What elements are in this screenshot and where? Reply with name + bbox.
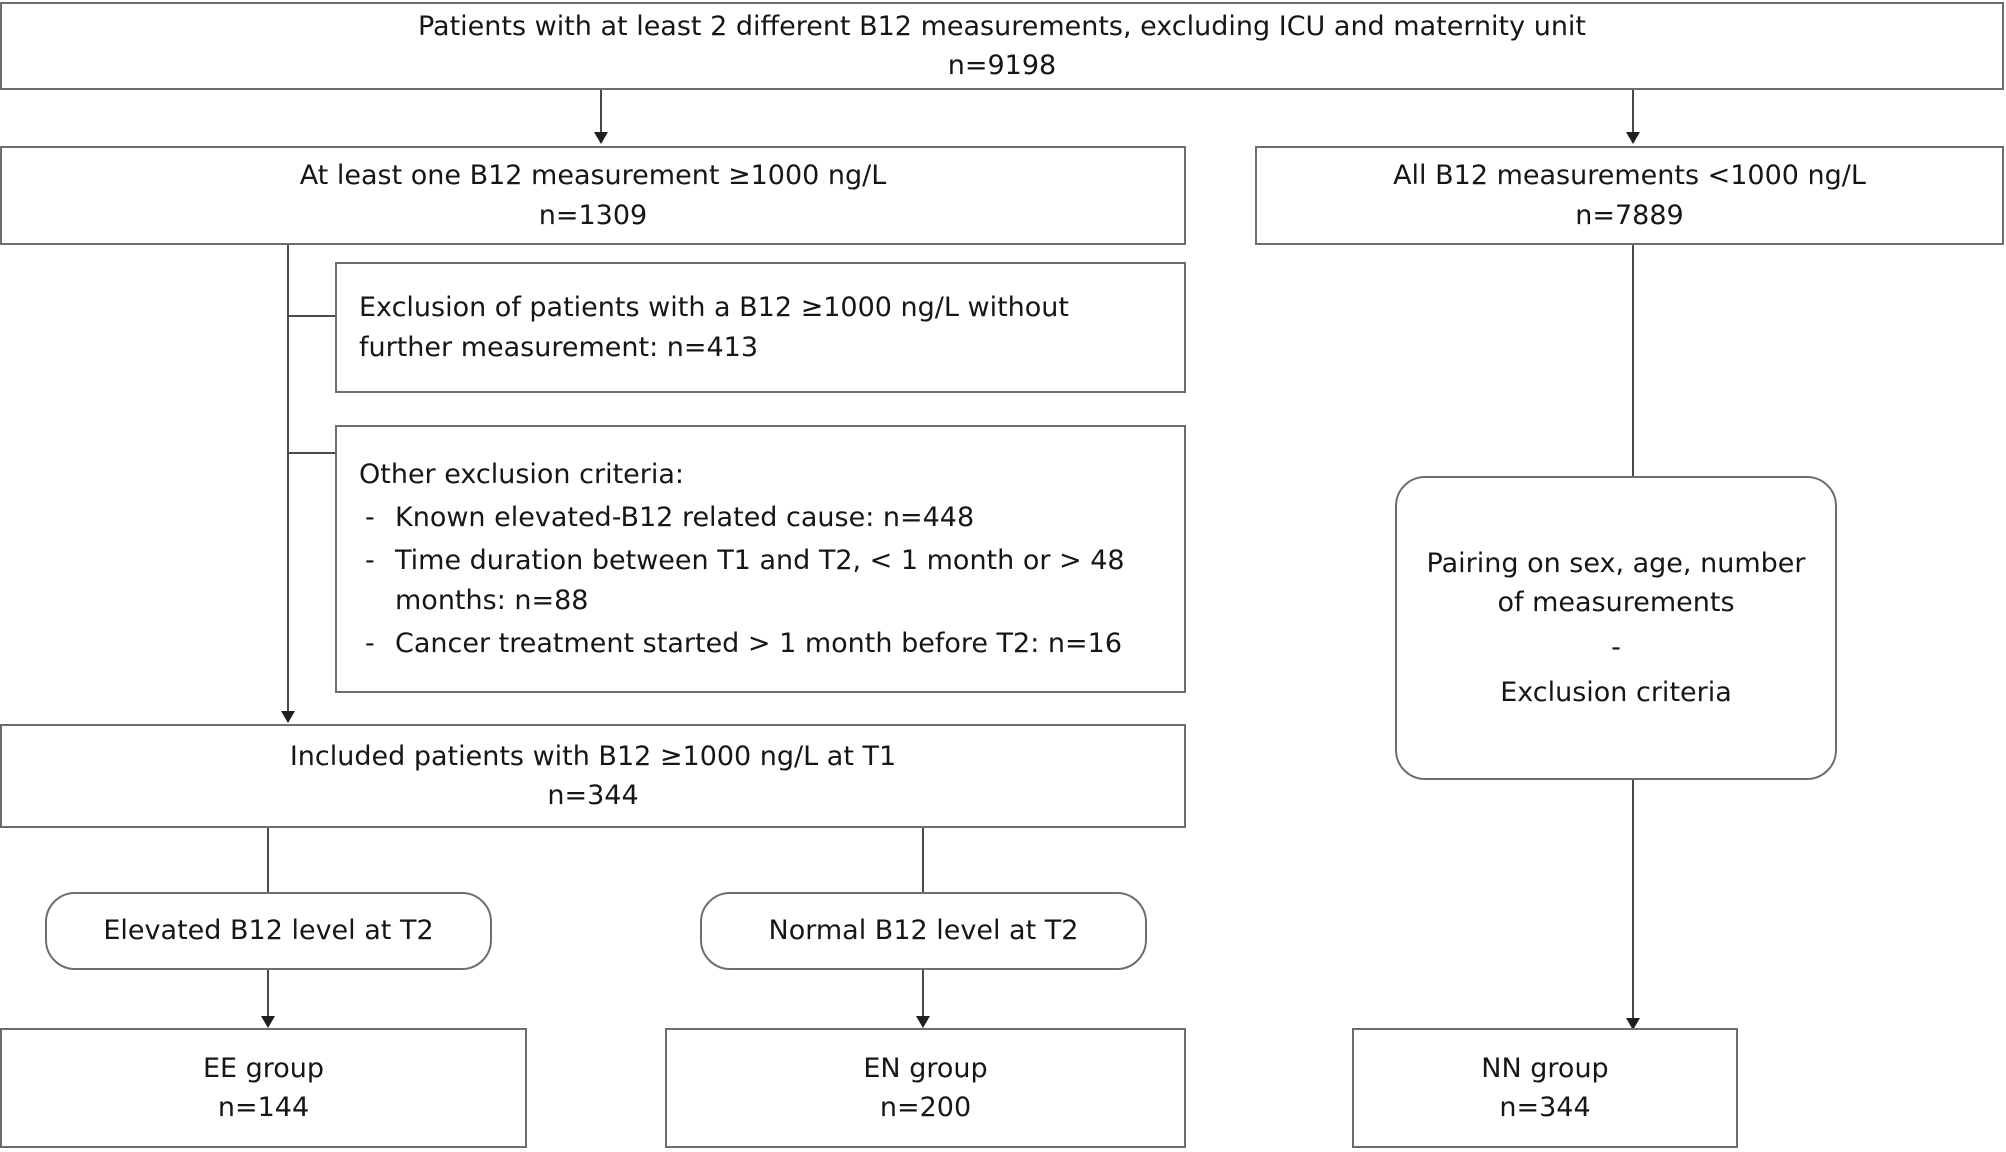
connector-root-to-left	[600, 90, 602, 134]
list-item: - Time duration between T1 and T2, < 1 m…	[359, 541, 1168, 619]
node-left-branch: At least one B12 measurement ≥1000 ng/L …	[0, 146, 1186, 245]
node-nn-group: NN group n=344	[1352, 1028, 1738, 1148]
arrowhead-elevated-to-ee	[261, 1016, 275, 1028]
exclusion-criteria-list: - Known elevated-B12 related cause: n=44…	[359, 494, 1168, 663]
list-item-text: Cancer treatment started > 1 month befor…	[395, 627, 1122, 659]
node-pairing-separator: -	[1611, 632, 1621, 663]
node-included-label: Included patients with B12 ≥1000 ng/L at…	[289, 740, 897, 772]
node-elevated-t2-label: Elevated B12 level at T2	[103, 915, 434, 947]
arrowhead-root-to-right	[1626, 132, 1640, 144]
node-pairing-line2: of measurements	[1497, 586, 1735, 618]
node-ee-group-label: EE group	[202, 1052, 325, 1084]
node-left-branch-label: At least one B12 measurement ≥1000 ng/L	[299, 160, 887, 192]
node-right-branch-label: All B12 measurements <1000 ng/L	[1393, 160, 1866, 192]
node-ee-group: EE group n=144	[0, 1028, 527, 1148]
node-exclusion-1-line2: further measurement: n=413	[359, 331, 759, 363]
node-en-group-label: EN group	[863, 1052, 988, 1084]
arrowhead-pairing-to-nn	[1626, 1018, 1640, 1030]
connector-right-to-pairing	[1632, 245, 1634, 493]
node-en-group-count: n=200	[879, 1092, 972, 1123]
node-root: Patients with at least 2 different B12 m…	[0, 2, 2004, 90]
node-exclusion-1-line1: Exclusion of patients with a B12 ≥1000 n…	[359, 292, 1069, 324]
bullet-dash-icon: -	[365, 545, 375, 577]
node-right-branch-count: n=7889	[1575, 199, 1684, 231]
node-normal-t2: Normal B12 level at T2	[700, 892, 1147, 970]
list-item-text: Time duration between T1 and T2, < 1 mon…	[395, 545, 1125, 616]
connector-to-exclusion-other	[287, 452, 335, 454]
node-right-branch: All B12 measurements <1000 ng/L n=7889	[1255, 146, 2004, 245]
connector-left-trunk	[287, 245, 289, 713]
list-item: - Known elevated-B12 related cause: n=44…	[359, 498, 1168, 537]
node-elevated-t2: Elevated B12 level at T2	[45, 892, 492, 970]
connector-pairing-to-nn	[1632, 780, 1634, 1022]
connector-included-to-normal	[922, 828, 924, 892]
arrowhead-normal-to-en	[916, 1016, 930, 1028]
node-ee-group-count: n=144	[217, 1092, 310, 1123]
connector-root-to-right	[1632, 90, 1634, 134]
node-nn-group-label: NN group	[1481, 1052, 1609, 1084]
node-en-group: EN group n=200	[665, 1028, 1186, 1148]
connector-included-to-elevated	[267, 828, 269, 892]
connector-normal-to-en	[922, 970, 924, 1022]
list-item: - Cancer treatment started > 1 month bef…	[359, 624, 1168, 663]
arrowhead-root-to-left	[594, 132, 608, 144]
node-normal-t2-label: Normal B12 level at T2	[768, 915, 1079, 947]
node-root-label: Patients with at least 2 different B12 m…	[417, 10, 1587, 42]
node-pairing-line1: Pairing on sex, age, number	[1426, 547, 1806, 579]
node-exclusion-other-heading: Other exclusion criteria:	[359, 459, 685, 491]
node-root-count: n=9198	[947, 50, 1057, 81]
node-nn-group-count: n=344	[1499, 1092, 1591, 1123]
bullet-dash-icon: -	[365, 627, 375, 659]
arrowhead-left-trunk-to-included	[281, 711, 295, 723]
node-left-branch-count: n=1309	[538, 199, 648, 231]
bullet-dash-icon: -	[365, 502, 375, 534]
node-exclusion-1: Exclusion of patients with a B12 ≥1000 n…	[335, 262, 1186, 393]
connector-to-exclusion-1	[287, 315, 335, 317]
node-exclusion-other: Other exclusion criteria: - Known elevat…	[335, 425, 1186, 693]
node-included: Included patients with B12 ≥1000 ng/L at…	[0, 724, 1186, 828]
list-item-text: Known elevated-B12 related cause: n=448	[395, 502, 975, 534]
node-pairing: Pairing on sex, age, number of measureme…	[1395, 476, 1837, 780]
node-pairing-line3: Exclusion criteria	[1500, 677, 1732, 709]
node-included-count: n=344	[547, 780, 639, 811]
connector-elevated-to-ee	[267, 970, 269, 1022]
